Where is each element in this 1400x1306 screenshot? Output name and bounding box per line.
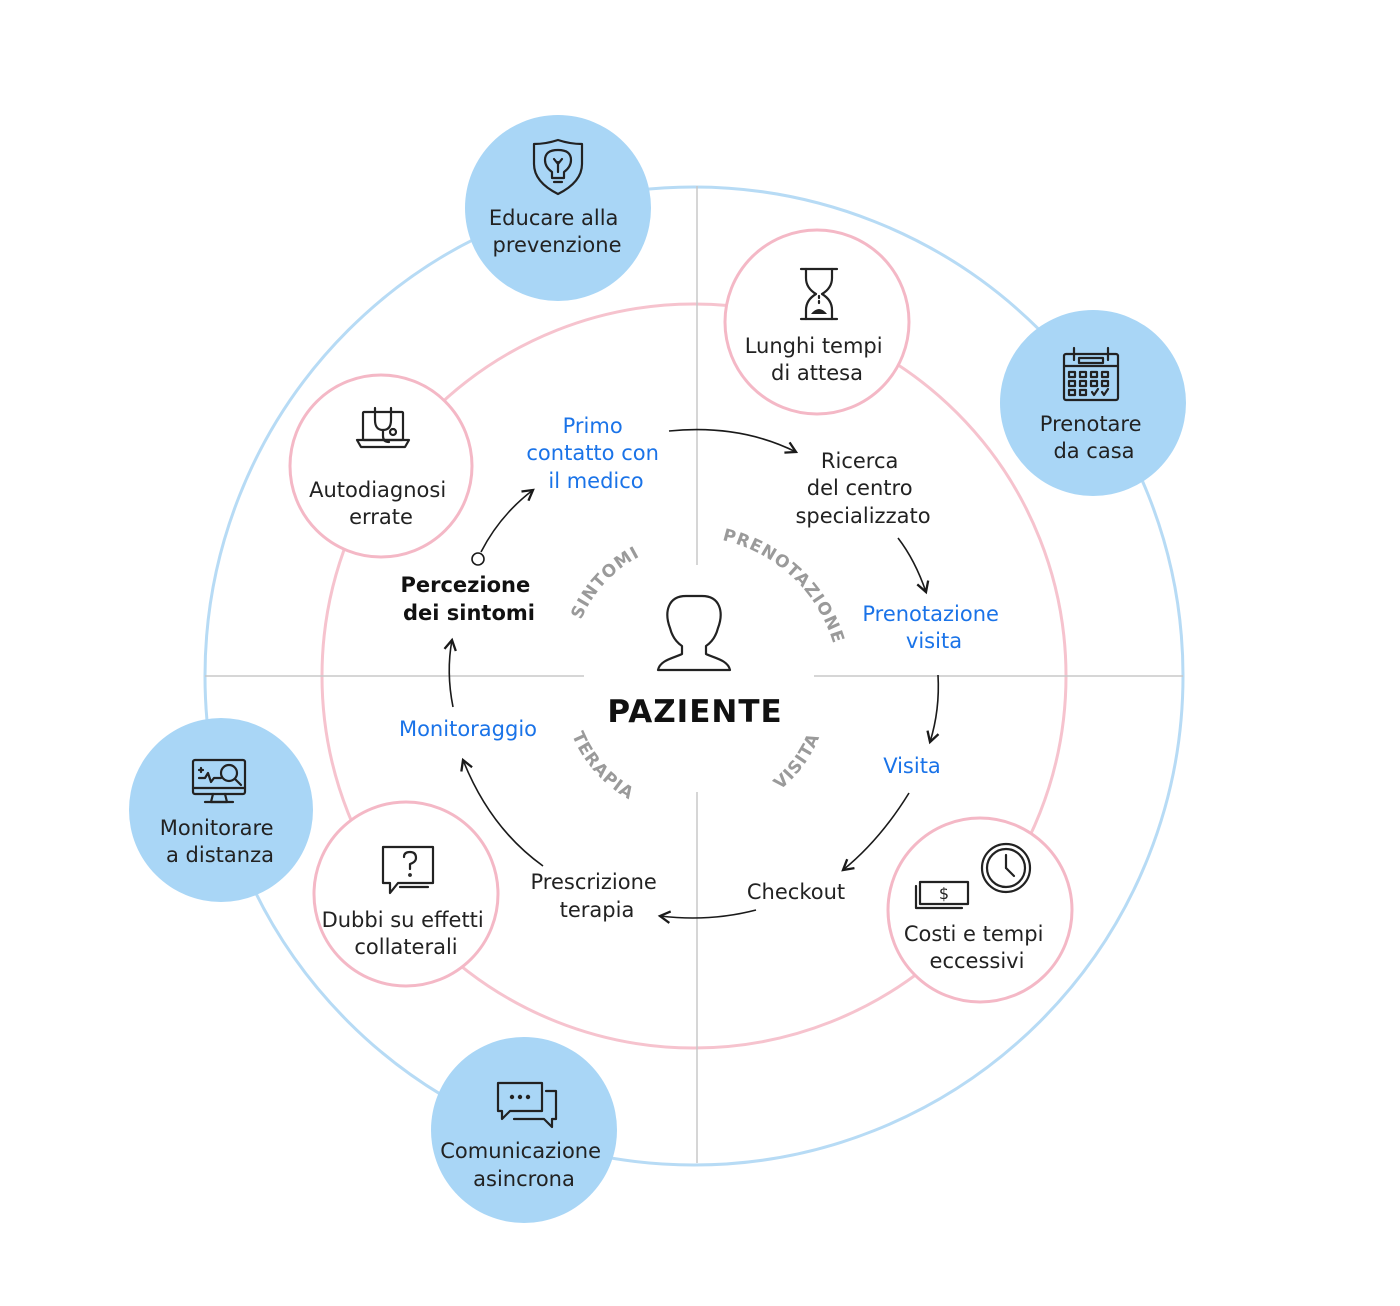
phase-prenotazione-text: PRENOTAZIONE <box>721 525 847 646</box>
pain-point-autodiagnosi-label: Autodiagnosi errate <box>309 478 453 529</box>
pain-point-autodiagnosi: Autodiagnosi errate <box>288 373 474 559</box>
phase-label-sintomi: SINTOMI <box>567 543 643 622</box>
opportunity-prevenzione-label: Educare alla prevenzione <box>489 206 625 257</box>
phase-label-prenotazione: PRENOTAZIONE <box>721 525 848 646</box>
opportunity-prenotare-casa-label: Prenotare da casa <box>1040 412 1148 463</box>
arrow-ricerca-to-prenotazione <box>897 537 930 595</box>
opportunity-monitorare-distanza-label: Monitorare a distanza <box>160 816 280 867</box>
step-visita: Visita <box>883 754 941 778</box>
opportunity-prenotare-casa: Prenotare da casa <box>1000 310 1186 496</box>
phase-visita-text: VISITA <box>770 730 823 794</box>
pain-point-costi-tempi: $ Costi e tempi eccessivi <box>886 816 1074 1004</box>
monitor-search-icon <box>191 758 247 804</box>
step-percezione-sintomi: Percezione dei sintomi <box>400 573 537 625</box>
arrow-prescrizione-to-monitoraggio <box>460 757 544 867</box>
step-monitoraggio: Monitoraggio <box>399 717 537 741</box>
step-prescrizione-terapia: Prescrizione terapia <box>531 870 664 922</box>
phase-label-visita: VISITA <box>770 730 824 794</box>
center-label: PAZIENTE <box>607 694 782 730</box>
step-prenotazione-visita: Prenotazione visita <box>862 602 1005 653</box>
question-chat-icon <box>381 845 435 895</box>
user-icon <box>656 594 732 672</box>
arrow-monitoraggio-to-percezione <box>443 637 457 708</box>
step-checkout: Checkout <box>747 880 845 904</box>
pain-point-tempi-attesa-label: Lunghi tempi di attesa <box>745 334 890 385</box>
opportunity-prevenzione: Educare alla prevenzione <box>465 115 651 301</box>
calendar-icon <box>1062 346 1120 402</box>
chat-bubbles-icon <box>496 1081 558 1129</box>
pain-point-effetti-collaterali: Dubbi su effetti collaterali <box>312 800 500 988</box>
opportunity-monitorare-distanza: Monitorare a distanza <box>129 718 313 902</box>
pain-point-tempi-attesa: Lunghi tempi di attesa <box>723 228 911 416</box>
laptop-stethoscope-icon <box>355 406 411 449</box>
money-clock-icon: $ <box>914 842 1032 910</box>
phase-terapia-text: TERAPIA <box>567 729 636 805</box>
arrow-percezione-to-primo <box>480 488 535 553</box>
arrow-visita-to-checkout <box>841 792 910 872</box>
phase-label-terapia: TERAPIA <box>567 729 637 805</box>
journey-start-marker <box>471 552 485 566</box>
arrow-prenotazione-to-visita <box>926 674 940 745</box>
step-ricerca-centro: Ricerca del centro specializzato <box>795 449 930 528</box>
step-primo-contatto: Primo contatto con il medico <box>526 414 665 493</box>
arrow-checkout-to-prescrizione <box>657 909 757 924</box>
pain-point-effetti-collaterali-label: Dubbi su effetti collaterali <box>322 908 491 959</box>
shield-bulb-icon <box>532 138 584 196</box>
hourglass-icon <box>799 267 839 321</box>
arrow-primo-to-ricerca <box>668 428 799 454</box>
pain-point-costi-tempi-label: Costi e tempi eccessivi <box>904 922 1050 973</box>
opportunity-comunicazione-label: Comunicazione asincrona <box>440 1139 607 1191</box>
opportunity-comunicazione: Comunicazione asincrona <box>431 1037 617 1223</box>
svg-text:$: $ <box>939 884 949 903</box>
phase-sintomi-text: SINTOMI <box>567 543 642 622</box>
